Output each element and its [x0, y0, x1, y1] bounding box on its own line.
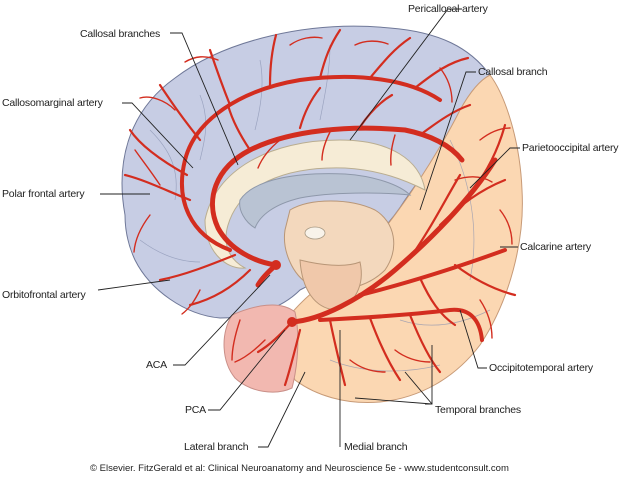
leader-lines: [97, 8, 520, 448]
corpus-callosum: [204, 139, 426, 269]
label-parietooccipital-artery: Parietooccipital artery: [522, 142, 619, 154]
interthalamic-adhesion: [304, 226, 326, 240]
label-callosal-branches: Callosal branches: [80, 28, 160, 40]
label-medial-branch: Medial branch: [344, 441, 408, 453]
label-occipitotemporal-artery: Occipitotemporal artery: [489, 362, 594, 374]
pca-branches: [256, 123, 517, 387]
label-lateral-branch: Lateral branch: [184, 441, 249, 453]
label-callosal-branch: Callosal branch: [478, 66, 548, 78]
label-callosomarginal-artery: Callosomarginal artery: [2, 97, 104, 109]
label-orbitofrontal-artery: Orbitofrontal artery: [2, 289, 86, 301]
aca-origin-node: [271, 260, 281, 270]
brainstem: [299, 259, 362, 311]
pca-twigs: [231, 127, 513, 373]
label-calcarine-artery: Calcarine artery: [520, 241, 592, 253]
ventricle: [239, 173, 412, 229]
label-pca: PCA: [185, 404, 206, 416]
label-temporal-branches: Temporal branches: [435, 404, 521, 416]
temporal-pole: [223, 304, 299, 393]
label-pericallosal-artery: Pericallosal artery: [408, 3, 489, 15]
calcarine-artery-trunk: [358, 248, 507, 297]
aca-twigs: [133, 36, 453, 315]
label-aca: ACA: [146, 359, 167, 371]
copyright-credit: © Elsevier. FitzGerald et al: Clinical N…: [90, 463, 509, 474]
label-polar-frontal-artery: Polar frontal artery: [2, 188, 85, 200]
